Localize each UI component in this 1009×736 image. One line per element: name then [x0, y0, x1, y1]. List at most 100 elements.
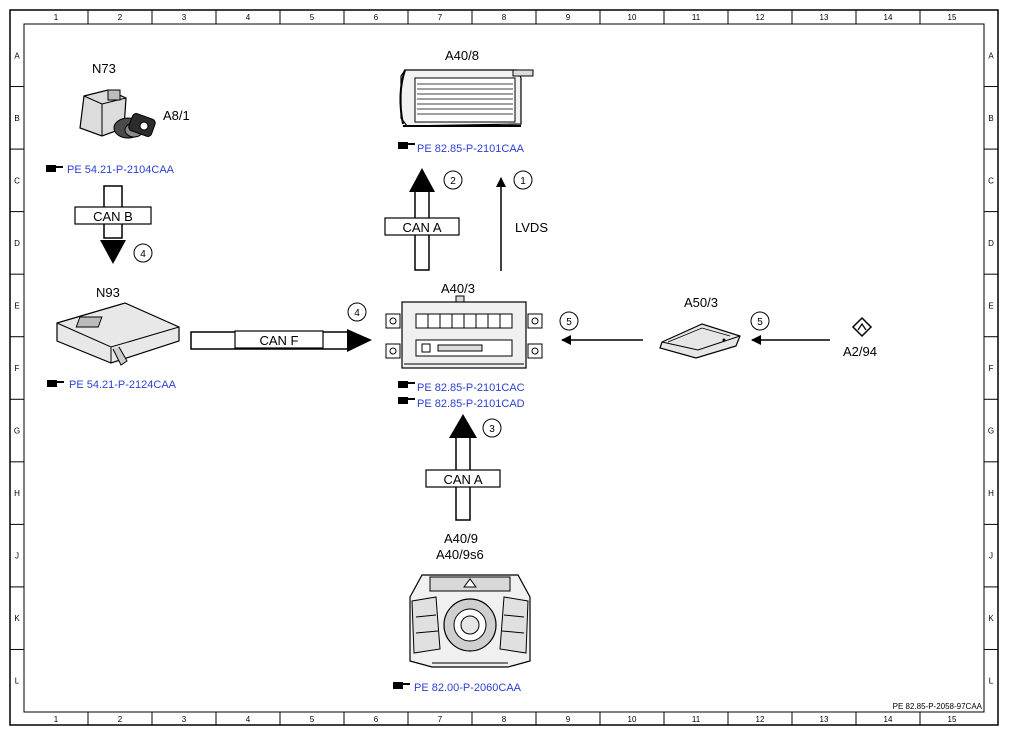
- ref-link-n73[interactable]: PE 54.21-P-2104CAA: [46, 164, 175, 176]
- grid-row-labels-right: A B C D E F G H J K L: [984, 51, 998, 686]
- grid-column-label: 6: [374, 715, 379, 724]
- ref-n73: PE 54.21-P-2104CAA: [67, 164, 175, 176]
- grid-row-label: A: [14, 51, 20, 60]
- component-a40-8[interactable]: A40/8: [399, 48, 534, 127]
- bus-can-b: CAN B 4: [74, 185, 153, 264]
- grid-column-label: 6: [374, 13, 379, 22]
- grid-column-label: 7: [438, 13, 443, 22]
- hand-pointer-icon: [393, 682, 410, 689]
- bus-label-can-f: CAN F: [260, 333, 299, 348]
- grid-column-label: 1: [54, 715, 59, 724]
- grid-column-label: 9: [566, 715, 571, 724]
- grid-row-label: E: [988, 301, 993, 310]
- antenna-symbol-icon: [851, 316, 873, 338]
- grid-row-label: C: [14, 176, 20, 185]
- drawing-frame: [9, 9, 999, 726]
- label-n93: N93: [96, 285, 120, 300]
- bus-can-a-bottom: CAN A 3: [425, 414, 502, 521]
- grid-row-label: F: [15, 364, 20, 373]
- grid-row-label: B: [988, 114, 993, 123]
- ref-link-n93[interactable]: PE 54.21-P-2124CAA: [47, 379, 177, 391]
- bus-label-can-b: CAN B: [93, 209, 133, 224]
- label-a50-3: A50/3: [684, 295, 718, 310]
- grid-row-label: H: [14, 489, 20, 498]
- component-a40-3[interactable]: A40/3: [385, 281, 543, 369]
- label-a40-3: A40/3: [441, 281, 475, 296]
- ref-a40-9: PE 82.00-P-2060CAA: [414, 682, 522, 694]
- antenna-module-icon: [659, 323, 741, 359]
- grid-row-label: D: [988, 239, 994, 248]
- ref-link-a40-3-a[interactable]: PE 82.85-P-2101CAC: [398, 381, 525, 394]
- grid-row-label: K: [14, 614, 20, 623]
- bus-label-can-a-top: CAN A: [402, 220, 441, 235]
- ignition-switch-icon: [79, 89, 156, 139]
- grid-column-label: 12: [756, 13, 765, 22]
- grid-column-label: 7: [438, 715, 443, 724]
- grid-column-label: 12: [756, 715, 765, 724]
- component-a50-3[interactable]: A50/3: [659, 295, 741, 359]
- grid-column-label: 15: [948, 13, 957, 22]
- badge-can-b: 4: [140, 249, 146, 260]
- grid-row-label: E: [14, 301, 19, 310]
- grid-row-label: H: [988, 489, 994, 498]
- component-n93[interactable]: N93: [56, 285, 180, 366]
- link-a2-94-to-a50-3: 5: [750, 311, 830, 345]
- hand-pointer-icon: [46, 165, 63, 172]
- grid-column-label: 14: [884, 715, 893, 724]
- ref-a40-3-a: PE 82.85-P-2101CAC: [417, 382, 525, 394]
- grid-column-label: 10: [628, 13, 637, 22]
- grid-row-label: L: [15, 677, 20, 686]
- badge-a2-to-a50: 5: [757, 317, 763, 328]
- grid-row-label: F: [989, 364, 994, 373]
- label-a40-9: A40/9: [444, 531, 478, 546]
- ref-link-a40-8[interactable]: PE 82.85-P-2101CAA: [398, 142, 525, 155]
- badge-a50-to-a40: 5: [566, 317, 572, 328]
- label-a8-1: A8/1: [163, 108, 190, 123]
- grid-row-label: L: [989, 677, 994, 686]
- link-lvds: LVDS 1: [496, 170, 548, 271]
- grid-row-label: G: [988, 427, 994, 436]
- hand-pointer-icon: [398, 381, 415, 388]
- ref-n93: PE 54.21-P-2124CAA: [69, 379, 177, 391]
- grid-column-label: 4: [246, 13, 251, 22]
- grid-column-label: 14: [884, 13, 893, 22]
- document-id: PE 82.85-P-2058-97CAA: [893, 702, 983, 711]
- grid-column-label: 4: [246, 715, 251, 724]
- hand-pointer-icon: [398, 397, 415, 404]
- label-a40-9s6: A40/9s6: [436, 547, 484, 562]
- ref-link-a40-9[interactable]: PE 82.00-P-2060CAA: [393, 682, 522, 694]
- grid-column-label: 3: [182, 13, 187, 22]
- grid-column-label: 13: [820, 13, 829, 22]
- ref-link-a40-3-b[interactable]: PE 82.85-P-2101CAD: [398, 397, 525, 410]
- ref-a40-8: PE 82.85-P-2101CAA: [417, 143, 525, 155]
- component-a2-94[interactable]: A2/94: [843, 316, 877, 359]
- bus-can-a-top: CAN A 2: [384, 168, 463, 271]
- grid-row-label: A: [988, 51, 994, 60]
- badge-can-a-top: 2: [450, 176, 456, 187]
- grid-row-label: G: [14, 427, 20, 436]
- label-n73: N73: [92, 61, 116, 76]
- label-a2-94: A2/94: [843, 344, 877, 359]
- component-n73[interactable]: N73 A8/1: [79, 61, 190, 139]
- grid-column-label: 8: [502, 13, 507, 22]
- grid-column-label: 8: [502, 715, 507, 724]
- display-unit-icon: [399, 69, 534, 127]
- badge-lvds: 1: [520, 176, 526, 187]
- grid-column-label: 2: [118, 715, 123, 724]
- link-a50-3-to-a40-3: 5: [559, 311, 643, 345]
- component-a40-9[interactable]: A40/9 A40/9s6: [409, 531, 531, 668]
- grid-column-label: 5: [310, 715, 315, 724]
- grid-column-label: 5: [310, 13, 315, 22]
- grid-row-label: J: [989, 552, 993, 561]
- grid-column-label: 11: [692, 715, 701, 724]
- grid-row-label: B: [14, 114, 19, 123]
- link-label-lvds: LVDS: [515, 220, 548, 235]
- grid-row-label: C: [988, 176, 994, 185]
- head-unit-icon: [385, 295, 543, 369]
- grid-row-label: K: [988, 614, 994, 623]
- label-a40-8: A40/8: [445, 48, 479, 63]
- grid-column-label: 13: [820, 715, 829, 724]
- grid-row-label: J: [15, 552, 19, 561]
